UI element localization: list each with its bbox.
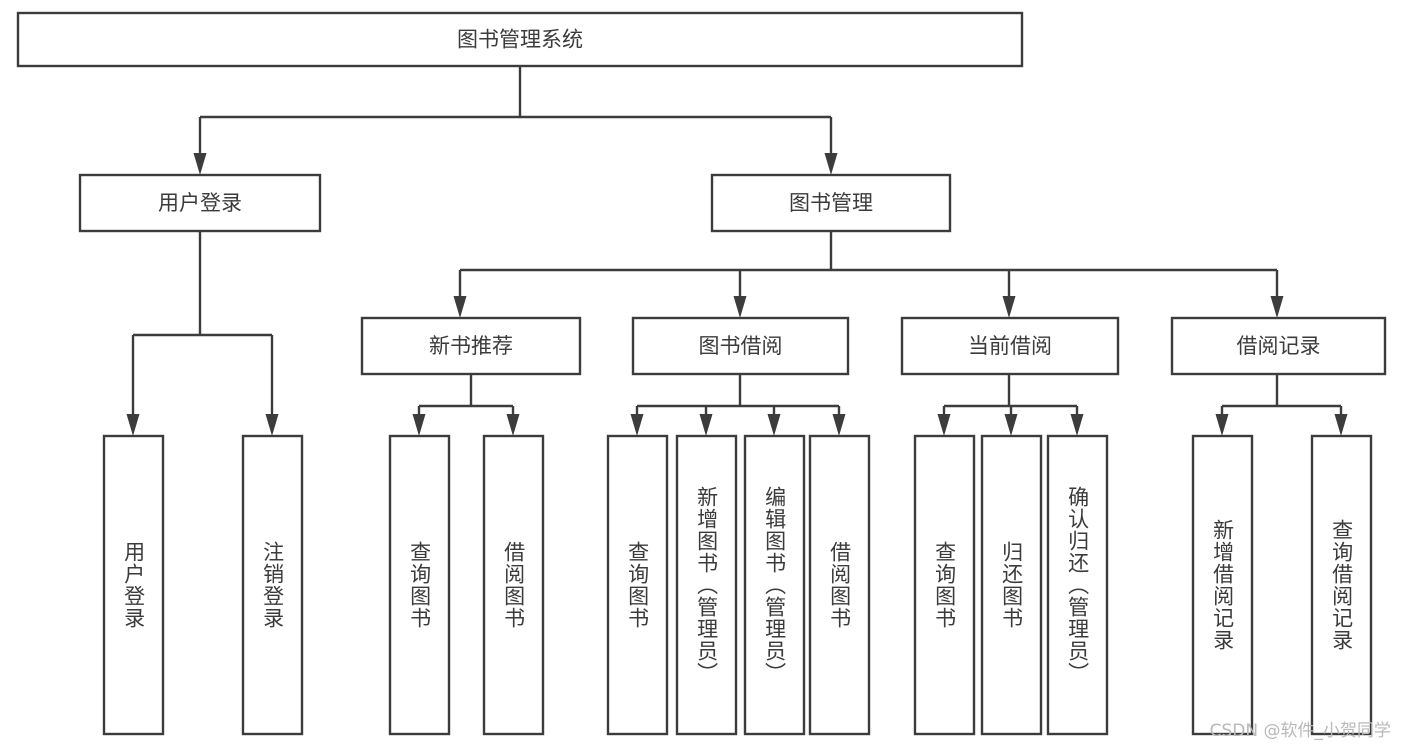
- node-book-borrow[interactable]: 图书借阅: [631, 316, 850, 376]
- node-box-new-book-rec[interactable]: [360, 316, 582, 376]
- node-leaf-rec-query-book[interactable]: [388, 434, 451, 736]
- node-box-book-manage[interactable]: [710, 173, 952, 233]
- node-borrow-record[interactable]: 借阅记录: [1170, 316, 1387, 376]
- node-box-leaf-rec-query-book[interactable]: [388, 434, 451, 736]
- node-box-leaf-borrow-edit-book[interactable]: [743, 434, 806, 736]
- connector-borrow-record: [1215, 374, 1348, 436]
- node-label-book-borrow: 图书借阅: [699, 334, 783, 358]
- node-box-root[interactable]: [16, 11, 1024, 68]
- connector-new-book-rec: [412, 374, 520, 436]
- node-leaf-user-logout[interactable]: [241, 434, 304, 736]
- node-box-leaf-user-login[interactable]: [102, 434, 165, 736]
- node-label-root: 图书管理系统: [457, 28, 583, 52]
- node-box-leaf-record-query[interactable]: [1310, 434, 1373, 736]
- node-box-leaf-current-confirm-return[interactable]: [1046, 434, 1109, 736]
- node-box-leaf-record-add[interactable]: [1191, 434, 1254, 736]
- node-box-leaf-borrow-query-book[interactable]: [606, 434, 669, 736]
- watermark-text: CSDN @软件_小贺同学: [1209, 721, 1391, 741]
- node-box-leaf-user-logout[interactable]: [241, 434, 304, 736]
- node-label-book-manage: 图书管理: [789, 191, 873, 215]
- node-box-leaf-borrow-borrow-book[interactable]: [808, 434, 871, 736]
- node-leaf-current-return-book[interactable]: [980, 434, 1043, 736]
- connector-user-login: [126, 231, 279, 436]
- connector-root: [193, 66, 838, 175]
- node-box-leaf-current-query-book[interactable]: [913, 434, 976, 736]
- node-current-borrow[interactable]: 当前借阅: [900, 316, 1120, 376]
- node-box-borrow-record[interactable]: [1170, 316, 1387, 376]
- node-leaf-user-login[interactable]: [102, 434, 165, 736]
- node-label-user-login: 用户登录: [158, 191, 242, 215]
- node-box-leaf-borrow-add-book[interactable]: [675, 434, 738, 736]
- node-label-current-borrow: 当前借阅: [968, 334, 1052, 358]
- connector-current-borrow: [937, 374, 1084, 436]
- node-leaf-borrow-edit-book[interactable]: [743, 434, 806, 736]
- node-leaf-borrow-query-book[interactable]: [606, 434, 669, 736]
- node-root[interactable]: 图书管理系统: [16, 11, 1024, 68]
- node-box-user-login[interactable]: [78, 173, 322, 233]
- node-new-book-rec[interactable]: 新书推荐: [360, 316, 582, 376]
- node-user-login[interactable]: 用户登录: [78, 173, 322, 233]
- node-label-borrow-record: 借阅记录: [1237, 334, 1321, 358]
- node-leaf-current-confirm-return[interactable]: [1046, 434, 1109, 736]
- node-leaf-current-query-book[interactable]: [913, 434, 976, 736]
- node-box-book-borrow[interactable]: [631, 316, 850, 376]
- connector-book-borrow: [630, 374, 846, 436]
- node-leaf-record-query[interactable]: [1310, 434, 1373, 736]
- node-leaf-borrow-add-book[interactable]: [675, 434, 738, 736]
- node-leaf-record-add[interactable]: [1191, 434, 1254, 736]
- node-box-current-borrow[interactable]: [900, 316, 1120, 376]
- node-label-new-book-rec: 新书推荐: [429, 334, 513, 358]
- connector-book-manage: [453, 231, 1284, 318]
- node-leaf-borrow-borrow-book[interactable]: [808, 434, 871, 736]
- node-leaf-rec-borrow-book[interactable]: [482, 434, 545, 736]
- node-box-leaf-current-return-book[interactable]: [980, 434, 1043, 736]
- node-book-manage[interactable]: 图书管理: [710, 173, 952, 233]
- node-box-leaf-rec-borrow-book[interactable]: [482, 434, 545, 736]
